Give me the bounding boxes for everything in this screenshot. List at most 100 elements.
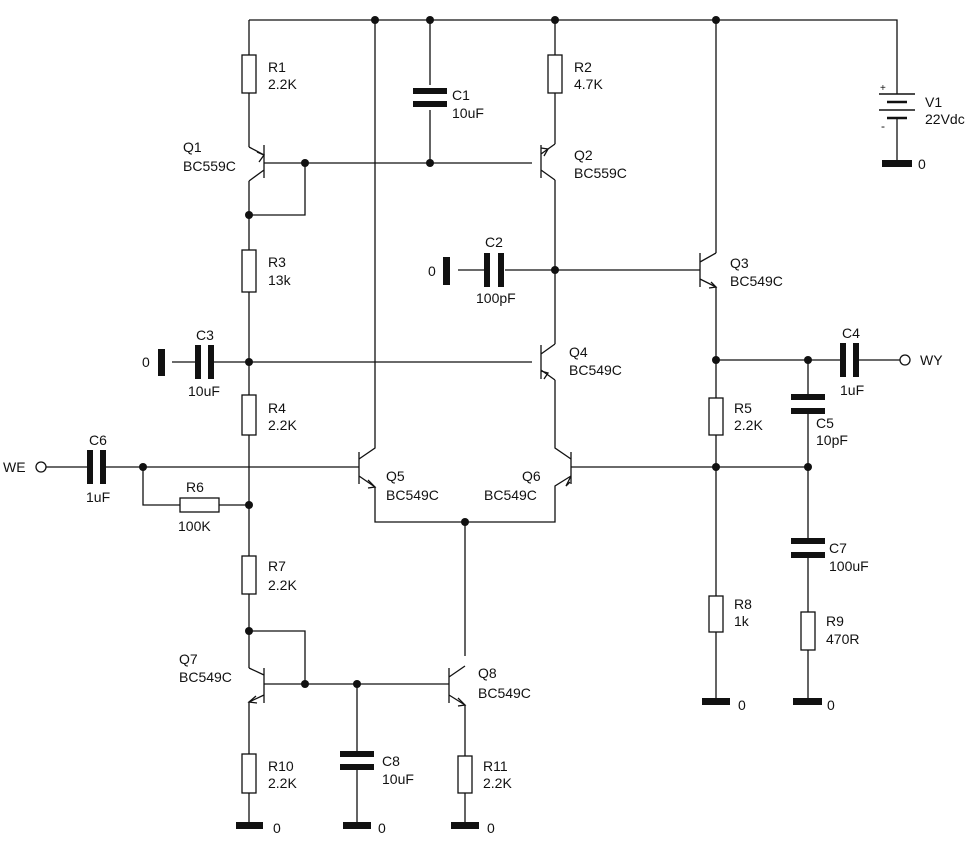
ground-label-v1: 0 xyxy=(918,156,926,172)
ground-label-r10: 0 xyxy=(273,820,281,836)
c3-ref: C3 xyxy=(196,327,214,343)
terminals xyxy=(35,354,911,473)
v1-ref: V1 xyxy=(925,94,942,110)
c6-ref: C6 xyxy=(89,432,107,448)
resistor-r4 xyxy=(241,394,257,436)
r8-value: 1k xyxy=(734,613,750,629)
r10-ref: R10 xyxy=(268,758,294,774)
c1-value: 10uF xyxy=(452,105,484,121)
r9-value: 470R xyxy=(826,631,859,647)
q5-value: BC549C xyxy=(386,487,439,503)
ground-c8 xyxy=(343,822,371,829)
resistor-r8 xyxy=(708,595,724,633)
resistor-r5 xyxy=(708,397,724,436)
c8-value: 10uF xyxy=(382,771,414,787)
output-label: WY xyxy=(920,352,943,368)
ground-c3 xyxy=(158,349,165,376)
r11-ref: R11 xyxy=(483,758,508,774)
capacitor-c8 xyxy=(340,751,374,770)
q2-ref: Q2 xyxy=(574,147,593,163)
q6-ref: Q6 xyxy=(522,468,541,484)
c2-value: 100pF xyxy=(476,290,516,306)
ground-label-c8: 0 xyxy=(378,820,386,836)
capacitor-c7 xyxy=(791,538,825,558)
q3-value: BC549C xyxy=(730,273,783,289)
input-terminal[interactable] xyxy=(35,461,47,473)
capacitor-c3 xyxy=(195,345,214,379)
q2-value: BC559C xyxy=(574,165,627,181)
r5-ref: R5 xyxy=(734,400,752,416)
capacitors xyxy=(87,88,859,770)
q3-ref: Q3 xyxy=(730,255,749,271)
r11-value: 2.2K xyxy=(483,775,512,791)
resistor-r2 xyxy=(547,54,563,94)
ground-symbols xyxy=(158,160,912,829)
q7-ref: Q7 xyxy=(179,651,198,667)
r7-value: 2.2K xyxy=(268,577,297,593)
r2-value: 4.7K xyxy=(574,76,603,92)
resistor-r1 xyxy=(241,54,257,94)
c4-value: 1uF xyxy=(840,382,864,398)
q6-value: BC549C xyxy=(484,487,537,503)
r6-value: 100K xyxy=(178,518,211,534)
ground-label-c3: 0 xyxy=(142,354,150,370)
resistor-r11 xyxy=(457,755,473,794)
v1-value: 22Vdc xyxy=(925,111,965,127)
c7-value: 100uF xyxy=(829,558,869,574)
ground-c2 xyxy=(443,257,450,285)
q4-value: BC549C xyxy=(569,362,622,378)
ground-r11 xyxy=(451,822,479,829)
ground-r9 xyxy=(793,698,822,705)
labels: R1 2.2K R2 4.7K R3 13k R4 2.2K R5 2.2K R… xyxy=(3,59,965,836)
r1-ref: R1 xyxy=(268,59,286,75)
capacitor-c4 xyxy=(840,343,859,377)
battery-plus-sign: + xyxy=(880,83,886,94)
r3-value: 13k xyxy=(268,272,292,288)
c7-ref: C7 xyxy=(829,540,847,556)
ground-r10 xyxy=(236,822,263,829)
resistors xyxy=(179,54,816,794)
q8-value: BC549C xyxy=(478,685,531,701)
input-label: WE xyxy=(3,459,26,475)
wires xyxy=(46,19,900,822)
capacitor-c6 xyxy=(87,450,106,484)
capacitor-c1 xyxy=(413,88,447,107)
q1-value: BC559C xyxy=(183,158,236,174)
q4-ref: Q4 xyxy=(569,344,588,360)
ground-label-r11: 0 xyxy=(487,820,495,836)
resistor-r9 xyxy=(800,611,816,651)
q5-ref: Q5 xyxy=(386,468,405,484)
r4-ref: R4 xyxy=(268,400,286,416)
q8-ref: Q8 xyxy=(478,665,497,681)
resistor-r6 xyxy=(179,497,220,513)
r5-value: 2.2K xyxy=(734,417,763,433)
output-terminal[interactable] xyxy=(899,354,911,366)
c2-ref: C2 xyxy=(485,234,503,250)
capacitor-c2 xyxy=(484,253,504,287)
q1-ref: Q1 xyxy=(183,139,202,155)
battery-v1-symbol xyxy=(879,85,915,122)
r1-value: 2.2K xyxy=(268,76,297,92)
capacitor-c5 xyxy=(791,394,825,414)
c6-value: 1uF xyxy=(86,489,110,505)
c5-ref: C5 xyxy=(816,415,834,431)
ground-label-c2: 0 xyxy=(428,263,436,279)
ground-r8 xyxy=(702,698,730,705)
r3-ref: R3 xyxy=(268,254,286,270)
transistor-arrows xyxy=(247,147,718,707)
r9-ref: R9 xyxy=(826,613,844,629)
ground-label-r9: 0 xyxy=(827,697,835,713)
resistor-r10 xyxy=(241,753,257,794)
battery-minus-sign: - xyxy=(881,119,885,133)
q7-value: BC549C xyxy=(179,669,232,685)
r8-ref: R8 xyxy=(734,596,752,612)
ground-label-r8: 0 xyxy=(738,697,746,713)
r6-ref: R6 xyxy=(186,479,204,495)
ground-v1 xyxy=(882,160,912,167)
c5-value: 10pF xyxy=(816,432,848,448)
resistor-r7 xyxy=(241,555,257,595)
r4-value: 2.2K xyxy=(268,417,297,433)
resistor-r3 xyxy=(241,249,257,293)
c8-ref: C8 xyxy=(382,753,400,769)
